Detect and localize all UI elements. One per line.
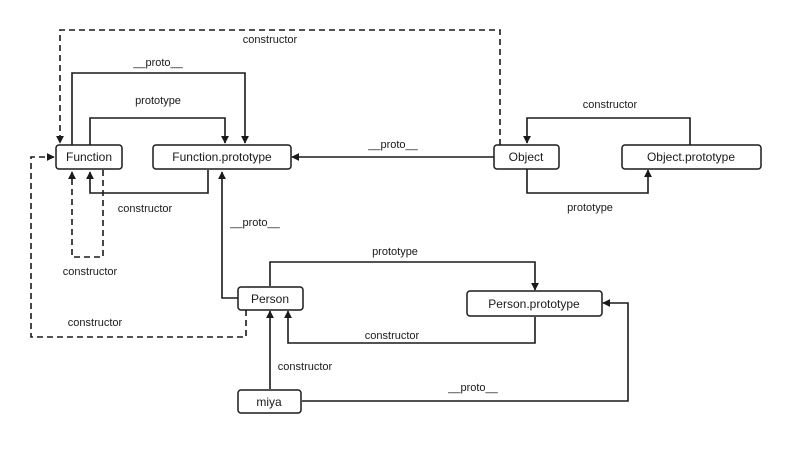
label-pp-constructor: constructor bbox=[365, 330, 420, 342]
edge-object-prototype bbox=[526, 169, 652, 194]
node-object: Object bbox=[493, 144, 560, 170]
node-miya-label: miya bbox=[256, 395, 282, 409]
node-object-prototype-label: Object.prototype bbox=[647, 150, 735, 164]
edge-function-prototype bbox=[89, 117, 229, 145]
node-function-prototype: Function.prototype bbox=[152, 144, 292, 170]
label-object-prototype: prototype bbox=[567, 202, 613, 214]
label-person-prototype: prototype bbox=[372, 246, 418, 258]
label-object-proto: __proto__ bbox=[367, 139, 418, 151]
label-person-proto: __proto__ bbox=[229, 217, 280, 229]
edge-function-proto bbox=[71, 72, 249, 145]
node-person: Person bbox=[237, 286, 304, 311]
edge-op-constructor bbox=[523, 117, 691, 145]
edge-object-constructor-function bbox=[56, 29, 501, 145]
edge-pp-constructor bbox=[284, 310, 536, 344]
node-function: Function bbox=[55, 144, 123, 170]
node-object-label: Object bbox=[509, 150, 544, 164]
node-function-prototype-label: Function.prototype bbox=[172, 150, 272, 164]
label-op-constructor: constructor bbox=[583, 99, 638, 111]
label-fp-constructor: constructor bbox=[118, 203, 173, 215]
node-function-label: Function bbox=[66, 150, 112, 164]
node-person-prototype: Person.prototype bbox=[466, 290, 603, 317]
edge-function-self-constructor bbox=[68, 170, 104, 258]
label-object-constructor: constructor bbox=[243, 34, 298, 46]
edge-person-proto bbox=[218, 171, 238, 299]
edge-person-constructor-function bbox=[30, 153, 247, 338]
edge-miya-proto bbox=[302, 299, 629, 402]
label-function-self-constructor: constructor bbox=[63, 266, 118, 278]
node-person-label: Person bbox=[251, 292, 289, 306]
label-miya-proto: __proto__ bbox=[447, 382, 498, 394]
node-miya: miya bbox=[237, 389, 302, 414]
label-miya-constructor: constructor bbox=[278, 361, 333, 373]
edge-person-prototype bbox=[269, 261, 539, 291]
node-person-prototype-label: Person.prototype bbox=[488, 297, 580, 311]
edge-fp-constructor bbox=[86, 170, 209, 194]
label-function-proto: __proto__ bbox=[132, 57, 183, 69]
node-object-prototype: Object.prototype bbox=[621, 144, 762, 170]
label-function-prototype: prototype bbox=[135, 95, 181, 107]
label-person-constructor: constructor bbox=[68, 317, 123, 329]
